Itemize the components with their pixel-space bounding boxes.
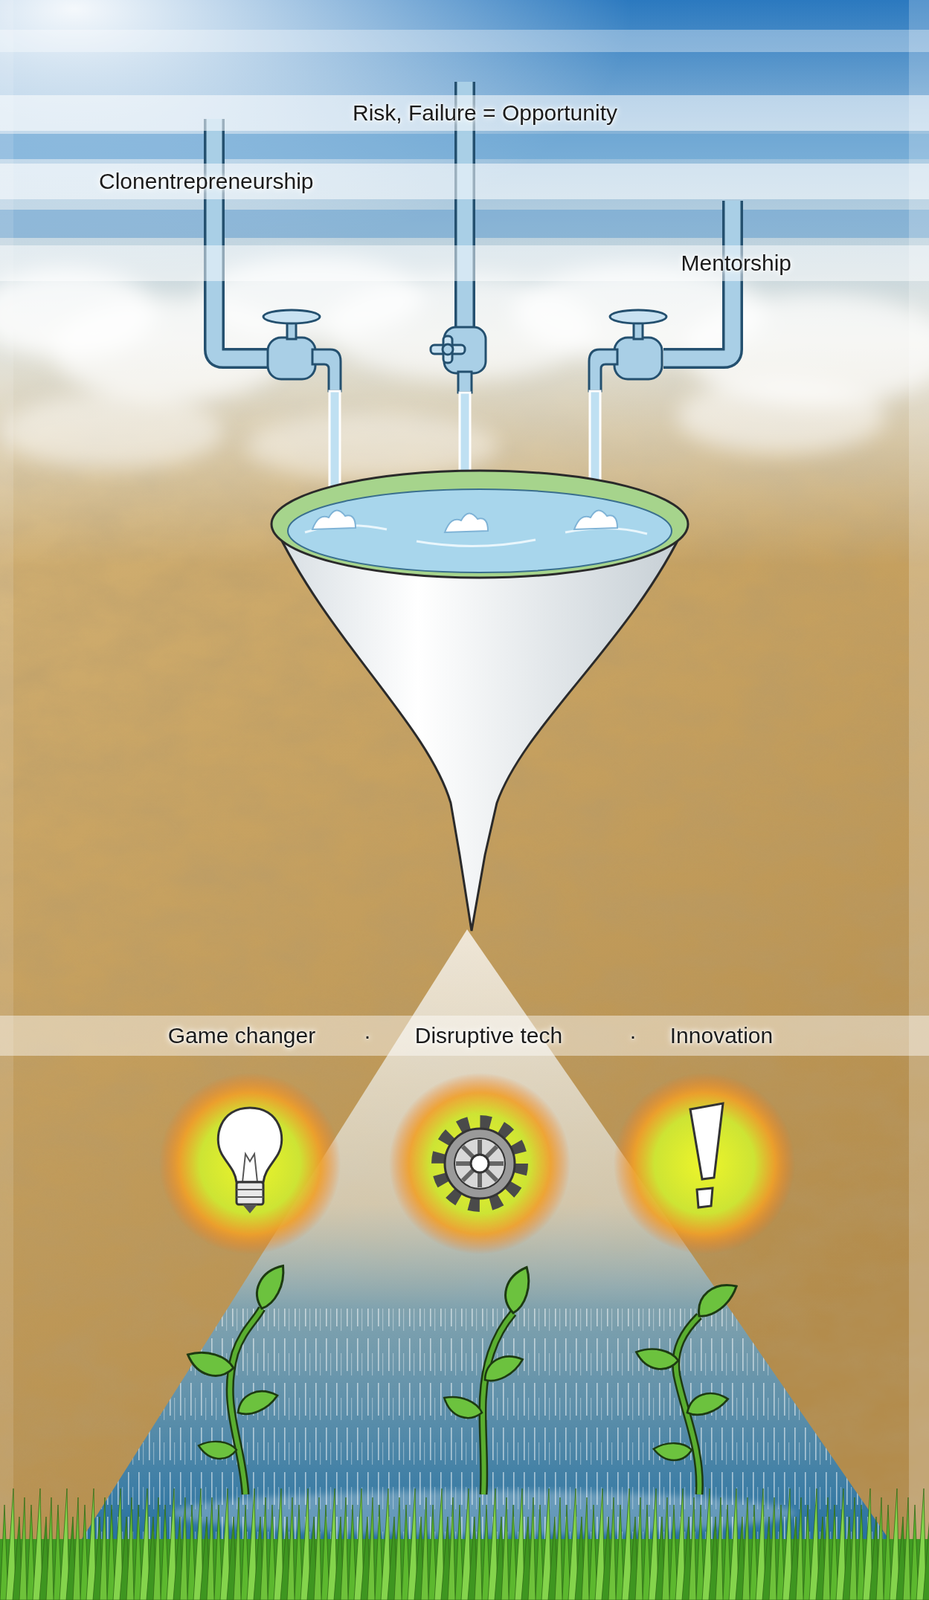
funnel [444,513,488,533]
exclamation-icon [690,1103,723,1208]
exclamation-icon [690,1103,723,1180]
faucets [443,336,453,363]
sprouts [653,1442,693,1463]
lightbulb-icon [217,1108,282,1183]
sprouts [183,1260,742,1496]
faucets [458,371,472,393]
clouds [676,379,886,454]
sky-stripes [0,0,14,1600]
grass [0,1489,929,1600]
grass [0,1489,929,1600]
gear-icon [454,1138,506,1190]
funnel [287,489,672,573]
text-band: Clonentrepreneurship [0,163,929,200]
funnel [273,524,686,932]
lightbulb-icon [236,1182,264,1205]
text-band: Risk, Failure = Opportunity [0,95,929,131]
glow-circles [159,1073,341,1255]
gear-icon [444,1129,515,1199]
sky-stripes [908,0,929,1600]
band-text: Risk, Failure = Opportunity [352,99,618,127]
sprouts [690,1277,742,1322]
lightbulb-icon [217,1108,282,1214]
sky-stripes [0,29,929,53]
sprouts [482,1313,514,1496]
sprouts [249,1260,292,1313]
faucets [430,345,465,355]
band-text: Disruptive tech [415,1022,563,1050]
water-pipes [214,119,268,359]
gear-icon [438,1123,521,1205]
funnel [312,510,356,530]
gear-icon [455,1140,504,1188]
sprouts [439,1390,485,1425]
faucets [589,310,667,392]
clouds [0,394,224,469]
exclamation-icon [696,1188,713,1208]
band-text: Game changer [168,1022,316,1050]
glow-circles [389,1073,571,1255]
sprouts [683,1389,730,1420]
text-band: Game changer · Disruptive tech · Innovation [0,1016,929,1057]
funnel [574,510,618,530]
band-text: Innovation [670,1022,773,1050]
faucets [442,344,453,355]
lightbulb-icon [242,1154,258,1183]
sprouts [499,1263,536,1316]
sprouts [233,1385,281,1419]
faucets [263,310,667,393]
glow-circles [159,1073,796,1255]
band-text: Clonentrepreneurship [98,168,314,195]
sprouts [183,1346,236,1383]
text-band: Mentorship [0,245,929,282]
band-text: Mentorship [681,249,792,277]
glow-circles [613,1073,796,1255]
lightbulb-icon [242,1204,258,1214]
gear-icon [470,1155,489,1173]
gear-icon [438,1123,521,1205]
lightbulb-icon [236,1190,264,1198]
band-text: · [629,1022,637,1050]
sprouts [482,1313,514,1496]
water-pipes [214,119,268,359]
sprouts [197,1438,238,1462]
funnel [271,470,689,932]
sprouts [479,1349,526,1386]
sprouts [633,1344,680,1375]
funnel [271,470,689,578]
band-text: · [363,1022,372,1050]
faucets [263,310,341,392]
